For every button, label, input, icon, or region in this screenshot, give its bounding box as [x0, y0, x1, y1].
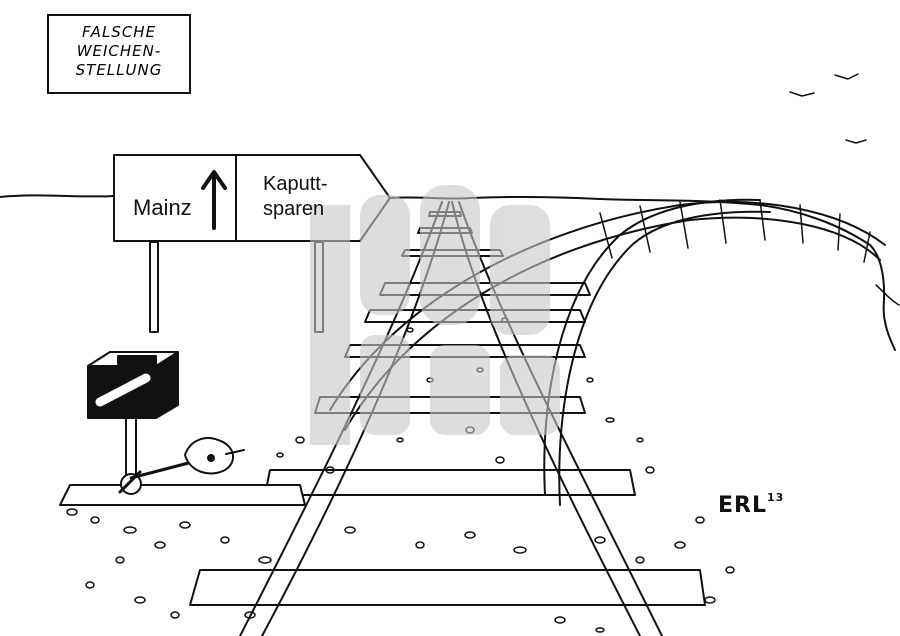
- sign-label-mainz: Mainz: [133, 195, 192, 220]
- sign-label-kaputtsparen: Kaputt- sparen: [263, 172, 327, 222]
- sign-label-line: Kaputt-: [263, 173, 328, 195]
- bird-icon: [845, 139, 867, 144]
- signature-name: ERL: [718, 493, 767, 518]
- caption-box: FALSCHE WEICHEN- STELLUNG: [47, 14, 191, 94]
- artist-signature: ERL13: [718, 491, 785, 518]
- caption-line: FALSCHE: [81, 23, 157, 41]
- caption-line: STELLUNG: [75, 61, 163, 79]
- hill-edge: [759, 204, 896, 351]
- signature-year: 13: [767, 491, 785, 504]
- switch-lever: [87, 351, 245, 495]
- sign-label-line: sparen: [263, 198, 325, 220]
- caption-line: WEICHEN-: [76, 42, 162, 60]
- bird-icon: [834, 73, 859, 80]
- arrow-up-icon: [201, 170, 227, 230]
- ballast-stones: [66, 317, 735, 633]
- sign-post-left: [149, 241, 159, 333]
- bird-icon: [789, 91, 815, 97]
- sign-post-right: [314, 241, 324, 333]
